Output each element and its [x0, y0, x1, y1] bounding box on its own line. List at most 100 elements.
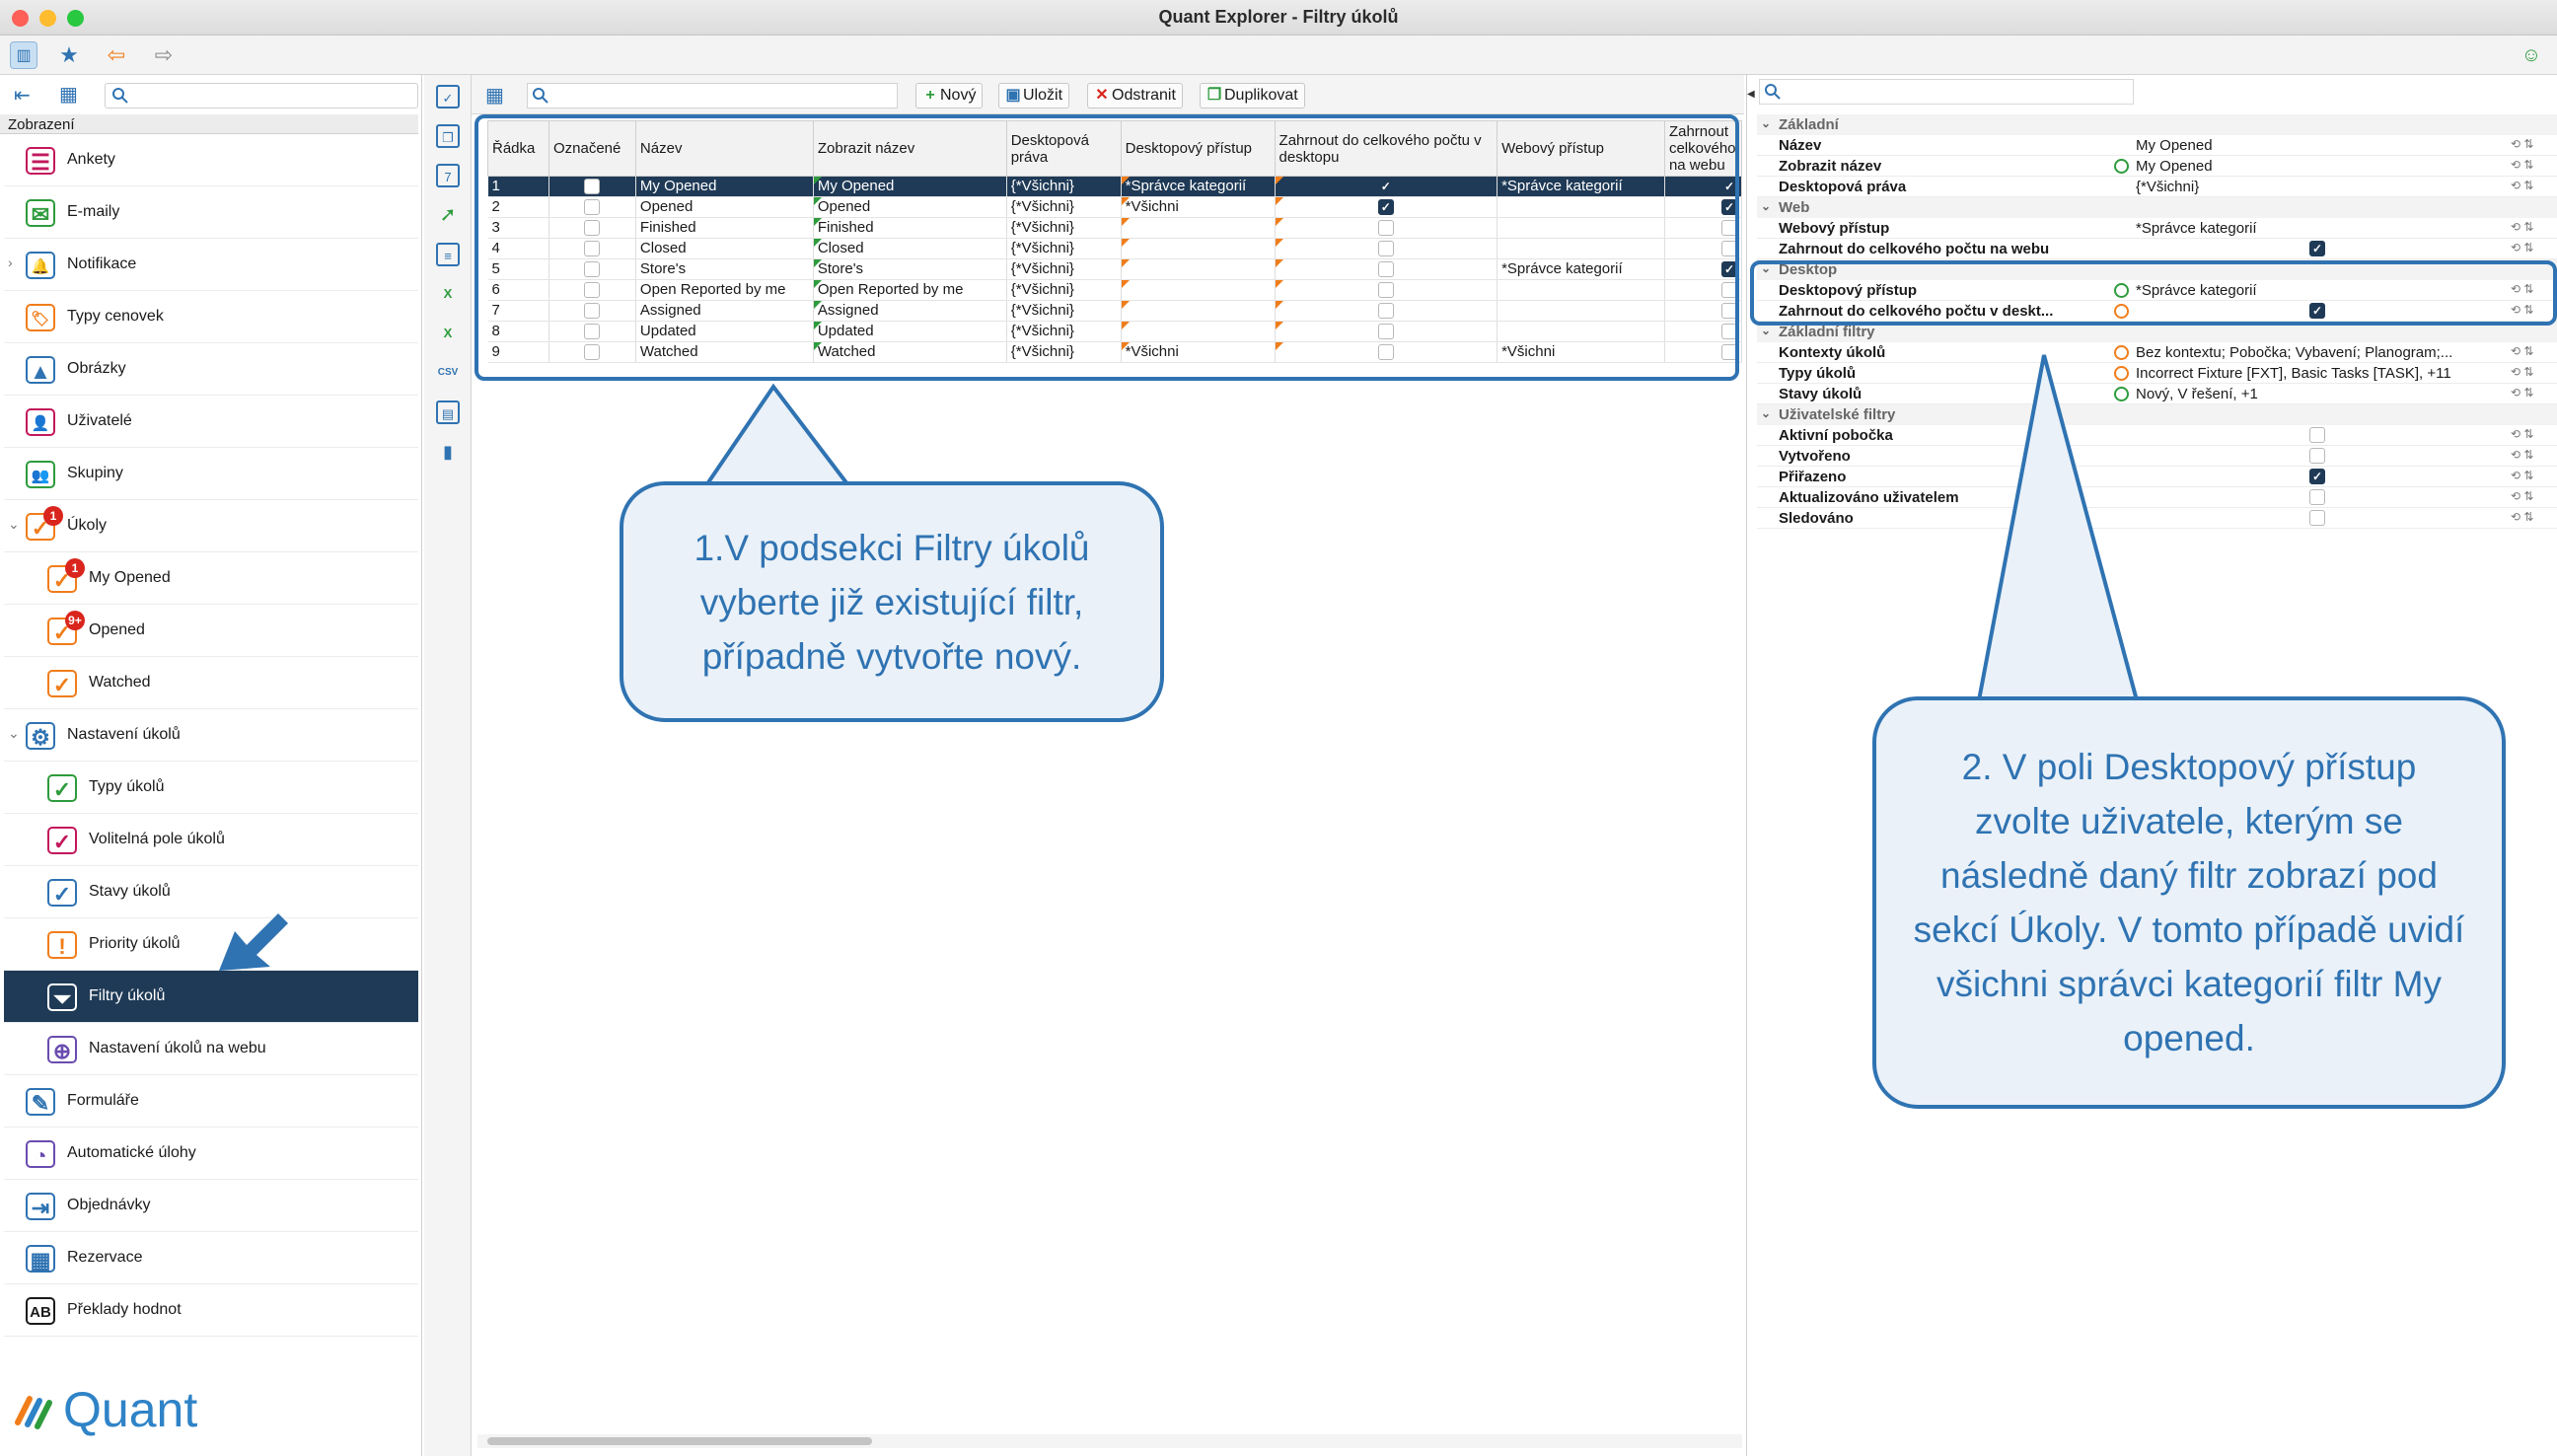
property-value[interactable]: My Opened	[2136, 137, 2213, 154]
property-checkbox[interactable]: ✓	[2309, 469, 2325, 484]
left-search-input[interactable]	[105, 83, 418, 109]
sidebar-item[interactable]: !Priority úkolů	[4, 918, 418, 971]
save-button[interactable]: ▣Uložit	[998, 83, 1070, 109]
sidebar-item[interactable]: ⌄⚙Nastavení úkolů	[4, 709, 418, 762]
check-list-icon[interactable]: ✓	[436, 85, 460, 109]
property-row[interactable]: Vytvořeno⟲ ⇅	[1757, 446, 2557, 467]
display-name-cell[interactable]: Assigned	[813, 300, 1007, 322]
include-desktop-cell[interactable]	[1275, 279, 1498, 301]
column-header[interactable]: Zahrnout celkového na webu	[1663, 120, 1742, 177]
property-row[interactable]: Desktopová práva{*Všichni}⟲ ⇅	[1757, 177, 2557, 197]
marked-checkbox[interactable]	[584, 344, 601, 361]
excel-import-icon[interactable]: X	[443, 326, 453, 340]
name-cell[interactable]: Open Reported by me	[635, 279, 814, 301]
marked-cell[interactable]	[548, 176, 636, 197]
include-desktop-checkbox[interactable]: ✓	[1377, 179, 1394, 195]
desktop-access-cell[interactable]	[1121, 321, 1276, 342]
web-access-cell[interactable]	[1497, 196, 1665, 218]
desktop-access-cell[interactable]	[1121, 300, 1276, 322]
include-web-cell[interactable]	[1664, 321, 1742, 342]
sidebar-item[interactable]: ◔Automatické úlohy	[4, 1128, 418, 1180]
sidebar-item[interactable]: ✉E-maily	[4, 186, 418, 239]
display-name-cell[interactable]: Closed	[813, 238, 1007, 259]
include-desktop-checkbox[interactable]: ✓	[1377, 199, 1394, 216]
desktop-rights-cell[interactable]: {*Všichni}	[1006, 176, 1122, 197]
name-cell[interactable]: Closed	[635, 238, 814, 259]
new-button[interactable]: +Nový	[915, 83, 984, 109]
duplicate-button[interactable]: ❐Duplikovat	[1200, 83, 1305, 109]
sidebar-item[interactable]: ›🔔Notifikace	[4, 239, 418, 291]
marked-checkbox[interactable]	[584, 282, 601, 299]
reset-sort-icon[interactable]: ⟲ ⇅	[2511, 427, 2534, 441]
web-access-cell[interactable]: *Správce kategorií	[1497, 176, 1665, 197]
marked-checkbox[interactable]	[584, 261, 601, 278]
property-value[interactable]: Bez kontextu; Pobočka; Vybavení; Planogr…	[2136, 344, 2453, 361]
filter-state-green-icon[interactable]	[2114, 387, 2129, 401]
desktop-access-cell[interactable]: *Správce kategorií	[1121, 176, 1276, 197]
include-desktop-cell[interactable]	[1275, 341, 1498, 363]
status-smiley-icon[interactable]: ☺	[2520, 44, 2542, 66]
property-row[interactable]: Přiřazeno✓⟲ ⇅	[1757, 467, 2557, 487]
column-header[interactable]: Desktopový přístup	[1120, 120, 1276, 177]
property-checkbox[interactable]: ✓	[2309, 241, 2325, 256]
property-row[interactable]: Aktivní pobočka⟲ ⇅	[1757, 425, 2557, 446]
web-access-cell[interactable]	[1497, 238, 1665, 259]
sidebar-item[interactable]: 👥Skupiny	[4, 448, 418, 500]
include-web-cell[interactable]: ✓	[1664, 196, 1742, 218]
chevron-down-icon[interactable]: ⌄	[8, 516, 20, 532]
property-section-web[interactable]: ⌄Web	[1757, 197, 2557, 218]
minimize-window-button[interactable]	[39, 10, 56, 27]
property-row[interactable]: Webový přístup*Správce kategorií⟲ ⇅	[1757, 218, 2557, 239]
pointer-icon[interactable]: ➚	[439, 204, 457, 226]
chevron-down-icon[interactable]: ⌄	[8, 725, 20, 741]
include-desktop-checkbox[interactable]	[1377, 324, 1394, 340]
table-settings-icon[interactable]: ▦	[485, 85, 504, 107]
chevron-down-icon[interactable]: ⌄	[1761, 406, 1772, 420]
reset-sort-icon[interactable]: ⟲ ⇅	[2511, 489, 2534, 503]
property-value[interactable]: *Správce kategorií	[2136, 220, 2257, 237]
filter-state-orange-icon[interactable]	[2114, 366, 2129, 381]
reset-sort-icon[interactable]: ⟲ ⇅	[2511, 158, 2534, 172]
include-desktop-checkbox[interactable]	[1377, 241, 1394, 257]
display-name-cell[interactable]: Updated	[813, 321, 1007, 342]
chevron-right-icon[interactable]: ›	[8, 255, 13, 270]
sidebar-item[interactable]: ▦Rezervace	[4, 1232, 418, 1284]
property-checkbox[interactable]	[2309, 510, 2325, 526]
include-web-cell[interactable]	[1664, 238, 1742, 259]
name-cell[interactable]: Assigned	[635, 300, 814, 322]
property-row[interactable]: Zahrnout do celkového počtu v deskt...✓⟲…	[1757, 301, 2557, 322]
marked-cell[interactable]	[548, 300, 636, 322]
chart-icon[interactable]: ▮	[443, 442, 453, 462]
row-number-cell[interactable]: 3	[487, 217, 549, 239]
reset-sort-icon[interactable]: ⟲ ⇅	[2511, 282, 2534, 296]
include-desktop-cell[interactable]: ✓	[1275, 176, 1498, 197]
include-web-cell[interactable]	[1664, 300, 1742, 322]
filter-state-orange-icon[interactable]	[2114, 345, 2129, 360]
display-name-cell[interactable]: Watched	[813, 341, 1007, 363]
web-access-cell[interactable]: *Správce kategorií	[1497, 258, 1665, 280]
sidebar-item[interactable]: ⇥Objednávky	[4, 1180, 418, 1232]
marked-checkbox[interactable]	[584, 324, 601, 340]
desktop-access-cell[interactable]	[1121, 238, 1276, 259]
column-header[interactable]: Webový přístup	[1497, 120, 1665, 177]
reset-sort-icon[interactable]: ⟲ ⇅	[2511, 137, 2534, 151]
name-cell[interactable]: Updated	[635, 321, 814, 342]
row-number-cell[interactable]: 8	[487, 321, 549, 342]
column-header[interactable]: Název	[634, 120, 814, 177]
web-access-cell[interactable]	[1497, 321, 1665, 342]
scrollbar-thumb[interactable]	[487, 1437, 872, 1445]
tree-view-icon[interactable]: ⇤	[14, 85, 31, 107]
include-web-cell[interactable]	[1664, 217, 1742, 239]
excel-export-icon[interactable]: X	[443, 286, 453, 301]
sidebar-item[interactable]: ✓9+Opened	[4, 605, 418, 657]
desktop-rights-cell[interactable]: {*Všichni}	[1006, 217, 1122, 239]
